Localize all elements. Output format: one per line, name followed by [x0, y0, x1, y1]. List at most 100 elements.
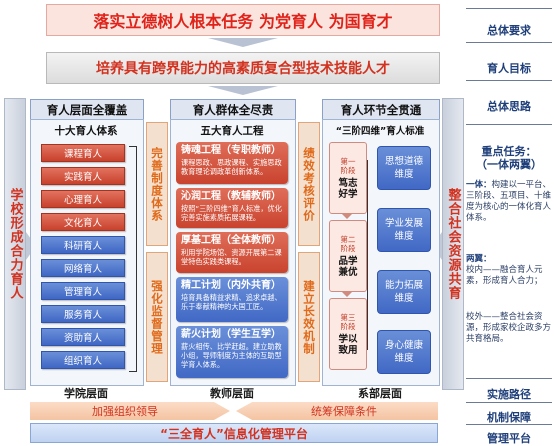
- project-card-desc: 薪火相传、比学赶超。建立助教小组，导师制度为主体的互助型学育人体系。: [181, 342, 282, 369]
- panel3-bottom-text: 系部层面: [358, 387, 402, 400]
- project-card: 铸魂工程（专职教师） 课程思政、思政课程、实施思政教育理论调政革创新体系。: [176, 142, 288, 184]
- col-a-top-text: 完善制度体系: [150, 146, 164, 222]
- panel1-bracket: [129, 146, 137, 372]
- legend-mechanism: 机制保障: [487, 411, 531, 424]
- col-b-top-text: 绩效考核评价: [302, 146, 316, 222]
- stage-number: 第二阶段: [340, 234, 356, 253]
- panel2-bottom-label: 教师层面: [170, 386, 294, 400]
- dimension-box: 学业发展维度: [377, 208, 431, 252]
- col-a-top: 完善制度体系: [146, 122, 168, 246]
- project-card: 厚基工程（全体教师） 利用学院场馆、资源开展第二课堂特色实践类课程。: [176, 232, 288, 273]
- col-a-bottom: 强化监督管理: [146, 252, 168, 382]
- system-item: 文化育人: [41, 213, 125, 231]
- stage-number: 第一阶段: [340, 156, 356, 175]
- goal-text: 培养具有跨界能力的高素质复合型技术技能人才: [96, 61, 390, 77]
- legend-platform: 管理平台: [487, 432, 531, 445]
- panel1: 十大育人体系 课程育人实践育人心理育人文化育人科研育人网络育人管理育人服务育人资…: [30, 119, 144, 386]
- down-arrow-1: [208, 38, 278, 47]
- legend-divider: [466, 8, 552, 9]
- bottom-right-text: 统筹保障条件: [311, 405, 377, 418]
- col-b-top: 绩效考核评价: [298, 122, 320, 246]
- legend-liangyi-text2: 校外——整合社会资源，形成家校企政多方共育格局。: [466, 312, 552, 344]
- project-card-desc: 课程思政、思政课程、实施思政教育理论调政革创新体系。: [181, 158, 282, 176]
- left-side-bar: 学校形成合力育人: [4, 98, 26, 390]
- stage-name: 笃志好学: [338, 177, 358, 200]
- panel3-bottom-label: 系部层面: [322, 386, 438, 400]
- project-card: 精工计划（内外共育） 培育具备精益求精、追求卓越、乐于奉献精神的大国工匠。: [176, 277, 288, 322]
- project-card: 薪火计划（学生互学） 薪火相传、比学赶超。建立助教小组，导师制度为主体的互助型学育…: [176, 326, 288, 378]
- legend-divider: [466, 42, 552, 43]
- dimension-box: 能力拓展维度: [377, 270, 431, 314]
- project-card: 沁润工程（教辅教师） 按照“三阶四维”育人标准，优化完善实施素质拓展课程。: [176, 188, 288, 228]
- system-item: 网络育人: [41, 259, 125, 277]
- stage-arrow: [341, 213, 353, 219]
- project-card-title: 薪火计划（学生互学）: [181, 329, 281, 340]
- bottom-left-arrow: [30, 402, 230, 420]
- panel2-subtitle: 五大育人工程: [171, 123, 293, 137]
- project-card-title: 精工计划（内外共育）: [181, 280, 281, 291]
- legend-liangyi: 两翼： 校内——融合育人元素，形成育人合力；: [466, 254, 552, 287]
- stage-number: 第三阶段: [340, 312, 356, 331]
- stage-name: 品学兼优: [338, 255, 358, 278]
- legend-overall-req: 总体要求: [487, 24, 531, 37]
- goal-banner: 培养具有跨界能力的高素质复合型技术技能人才: [46, 52, 440, 84]
- panel1-subtitle: 十大育人体系: [31, 123, 141, 137]
- panel2-header: 育人群体全尽责: [170, 99, 296, 120]
- down-arrow-2: [208, 86, 278, 95]
- project-card-title: 厚基工程（全体教师）: [181, 235, 281, 246]
- legend-approach: 总体思路: [487, 100, 531, 113]
- stage-dimension-connector: [367, 160, 375, 350]
- legend-liangyi-text1: 校内——融合育人元素，形成育人合力；: [466, 265, 543, 286]
- stage-box: 第三阶段学以致用: [329, 298, 367, 370]
- project-card-title: 沁润工程（教辅教师）: [181, 191, 281, 202]
- panel3-header-text: 育人环节全贯通: [340, 102, 422, 117]
- panel2: 五大育人工程 铸魂工程（专职教师） 课程思政、思政课程、实施思政教育理论调政革创新…: [170, 119, 296, 386]
- col-b-bottom: 建立长效机制: [298, 252, 320, 382]
- panel1-header: 育人层面全覆盖: [30, 99, 144, 120]
- project-card-desc: 按照“三阶四维”育人标准，优化完善实施素质拓展课程。: [181, 204, 282, 222]
- col-a-bottom-text: 强化监督管理: [150, 279, 164, 355]
- dimension-box: 思想道德维度: [377, 146, 431, 190]
- panel2-subtitle-text: 五大育人工程: [200, 124, 264, 137]
- stage-box: 第二阶段品学兼优: [329, 220, 367, 292]
- system-item: 组织育人: [41, 351, 125, 369]
- project-card-desc: 培育具备精益求精、追求卓越、乐于奉献精神的大国工匠。: [181, 293, 282, 311]
- panel1-bottom-label: 学院层面: [30, 386, 142, 400]
- system-item: 资助育人: [41, 328, 125, 346]
- stage-name: 学以致用: [338, 333, 358, 356]
- panel3: “三阶四维”育人标准 第一阶段笃志好学第二阶段品学兼优第三阶段学以致用 思想道德…: [322, 119, 440, 386]
- platform-banner: “三全育人”信息化管理平台: [30, 423, 438, 443]
- system-item: 心理育人: [41, 190, 125, 208]
- panel1-header-text: 育人层面全覆盖: [46, 102, 128, 117]
- legend-yiti: 一体：构建以一平台、三阶段、五项目、十维度为核心的一体化育人体系。: [466, 180, 552, 224]
- legend-task-title: 重点任务：: [481, 145, 537, 158]
- legend-path: 实施路径: [487, 388, 531, 401]
- legend-goal: 育人目标: [487, 62, 531, 75]
- system-item: 科研育人: [41, 236, 125, 254]
- panel3-subtitle: “三阶四维”育人标准: [323, 123, 437, 137]
- col-b-bottom-text: 建立长效机制: [302, 279, 316, 355]
- bottom-left-label: 加强组织领导: [30, 402, 220, 420]
- project-card-title: 铸魂工程（专职教师）: [181, 145, 281, 156]
- platform-text: “三全育人”信息化管理平台: [160, 426, 308, 441]
- panel1-bottom-text: 学院层面: [64, 387, 108, 400]
- legend-divider: [466, 424, 552, 425]
- dimension-box: 身心健康维度: [377, 330, 431, 374]
- panel1-subtitle-text: 十大育人体系: [54, 124, 118, 137]
- panel3-header: 育人环节全贯通: [322, 99, 440, 120]
- legend-divider: [466, 80, 552, 81]
- top-title-banner: 落实立德树人根本任务 为党育人 为国育才: [46, 4, 440, 36]
- right-side-bar: 整合社会资源共育: [442, 98, 464, 390]
- bottom-right-label: 统筹保障条件: [250, 402, 438, 420]
- legend-liangyi-label: 两翼：: [466, 254, 492, 264]
- stage-box: 第一阶段笃志好学: [329, 142, 367, 214]
- bottom-left-text: 加强组织领导: [92, 405, 158, 418]
- project-card-desc: 利用学院场馆、资源开展第二课堂特色实践类课程。: [181, 248, 282, 266]
- panel2-bottom-text: 教师层面: [210, 387, 254, 400]
- top-title: 落实立德树人根本任务 为党育人 为国育才: [93, 12, 393, 31]
- panel2-header-text: 育人群体全尽责: [192, 102, 274, 117]
- legend-task-sub: （一体两翼）: [476, 158, 542, 171]
- legend-divider: [466, 378, 552, 379]
- legend-divider: [466, 124, 552, 125]
- right-side-text: 整合社会资源共育: [445, 188, 461, 300]
